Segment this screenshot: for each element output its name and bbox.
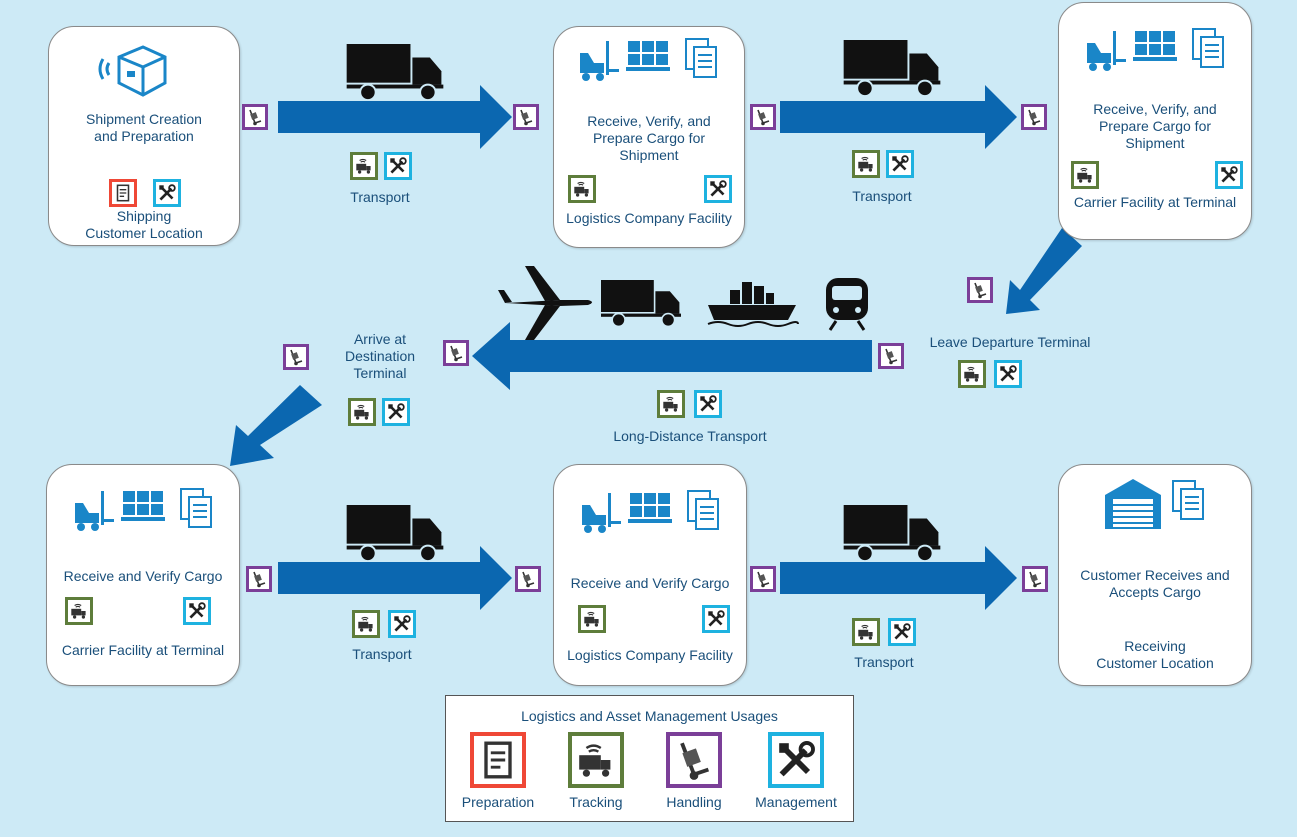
arrive-terminal-label: Arrive at Destination Terminal xyxy=(344,331,416,381)
truck-icon xyxy=(600,280,682,328)
handling-badge xyxy=(1021,104,1047,130)
tracking-truck-icon xyxy=(568,732,624,788)
management-badge xyxy=(382,398,410,426)
management-badge xyxy=(704,175,732,203)
legend-label-preparation: Preparation xyxy=(461,794,535,810)
truck-icon xyxy=(842,505,942,563)
management-badge xyxy=(183,597,211,625)
stage-location: Carrier Facility at Terminal xyxy=(1073,194,1237,210)
stage-location: Carrier Facility at Terminal xyxy=(61,642,225,658)
flow-arrow xyxy=(278,85,512,149)
warehouse-icon xyxy=(1105,479,1204,529)
document-icon xyxy=(470,732,526,788)
truck-icon xyxy=(842,40,942,98)
stage-title: Receive, Verify, and Prepare Cargo for S… xyxy=(587,113,711,163)
tracking-badge xyxy=(65,597,93,625)
transport-label: Transport xyxy=(854,654,914,670)
management-badge xyxy=(702,605,730,633)
tracking-badge xyxy=(657,390,685,418)
tracking-badge xyxy=(958,360,986,388)
legend-title: Logistics and Asset Management Usages xyxy=(521,708,778,724)
stage-box-logistics-facility: Receive, Verify, and Prepare Cargo for S… xyxy=(553,26,745,248)
handling-badge xyxy=(242,104,268,130)
warehouse-cargo-icon xyxy=(580,487,730,537)
airplane-icon xyxy=(498,266,592,340)
flow-arrow xyxy=(1006,228,1082,314)
stage-location: Receiving Customer Location xyxy=(1096,638,1214,671)
stage-location: Shipping Customer Location xyxy=(85,208,203,241)
warehouse-cargo-icon xyxy=(73,485,223,535)
handling-badge xyxy=(513,104,539,130)
handling-badge xyxy=(750,104,776,130)
truck-icon xyxy=(345,505,445,563)
handling-badge xyxy=(283,344,309,370)
handling-badge xyxy=(246,566,272,592)
management-badge xyxy=(694,390,722,418)
smart-package-icon xyxy=(98,45,167,97)
flow-arrow xyxy=(472,322,872,390)
stage-title: Receive and Verify Cargo xyxy=(570,575,730,591)
flow-arrow xyxy=(780,546,1017,610)
stage-location: Logistics Company Facility xyxy=(566,210,732,226)
handling-badge xyxy=(515,566,541,592)
stage-title: Receive, Verify, and Prepare Cargo for S… xyxy=(1093,101,1217,151)
warehouse-cargo-icon xyxy=(1085,25,1235,75)
stage-box-shipping-customer: Shipment Creation and Preparation Shippi… xyxy=(48,26,240,246)
handling-badge xyxy=(1022,566,1048,592)
ship-icon xyxy=(707,282,799,327)
stage-box-carrier-terminal: Receive, Verify, and Prepare Cargo for S… xyxy=(1058,2,1252,240)
tracking-badge xyxy=(350,152,378,180)
tracking-badge xyxy=(568,175,596,203)
leave-terminal-label: Leave Departure Terminal xyxy=(929,334,1091,350)
tracking-badge xyxy=(852,618,880,646)
stage-title: Receive and Verify Cargo xyxy=(63,568,223,584)
handling-badge xyxy=(878,343,904,369)
truck-icon xyxy=(345,44,445,102)
preparation-badge xyxy=(109,179,137,207)
tracking-badge xyxy=(352,610,380,638)
legend: Logistics and Asset Management Usages Pr… xyxy=(445,695,854,822)
tools-icon xyxy=(768,732,824,788)
flow-arrow xyxy=(278,546,512,610)
stage-title: Shipment Creation and Preparation xyxy=(86,111,202,144)
management-badge xyxy=(1215,161,1243,189)
handling-badge xyxy=(443,340,469,366)
legend-label-management: Management xyxy=(755,794,837,810)
transport-label: Transport xyxy=(352,646,412,662)
tracking-badge xyxy=(578,605,606,633)
warehouse-cargo-icon xyxy=(578,35,728,85)
stage-box-receiving-customer: Customer Receives and Accepts Cargo Rece… xyxy=(1058,464,1252,686)
management-badge xyxy=(886,150,914,178)
stage-location: Logistics Company Facility xyxy=(567,647,733,663)
management-badge xyxy=(384,152,412,180)
tracking-badge xyxy=(348,398,376,426)
management-badge xyxy=(388,610,416,638)
flow-arrow xyxy=(780,85,1017,149)
tracking-badge xyxy=(852,150,880,178)
hand-truck-icon xyxy=(666,732,722,788)
management-badge xyxy=(994,360,1022,388)
train-icon xyxy=(826,278,868,331)
long-distance-label: Long-Distance Transport xyxy=(613,428,767,444)
transport-label: Transport xyxy=(852,188,912,204)
tracking-badge xyxy=(1071,161,1099,189)
flow-arrow xyxy=(230,385,322,466)
stage-box-carrier-terminal: Receive and Verify Cargo Carrier Facilit… xyxy=(46,464,240,686)
management-badge xyxy=(888,618,916,646)
legend-label-tracking: Tracking xyxy=(569,794,623,810)
handling-badge xyxy=(750,566,776,592)
stage-title: Customer Receives and Accepts Cargo xyxy=(1080,567,1230,600)
stage-box-logistics-facility: Receive and Verify Cargo Logistics Compa… xyxy=(553,464,747,686)
handling-badge xyxy=(967,277,993,303)
transport-label: Transport xyxy=(350,189,410,205)
legend-label-handling: Handling xyxy=(666,794,722,810)
management-badge xyxy=(153,179,181,207)
